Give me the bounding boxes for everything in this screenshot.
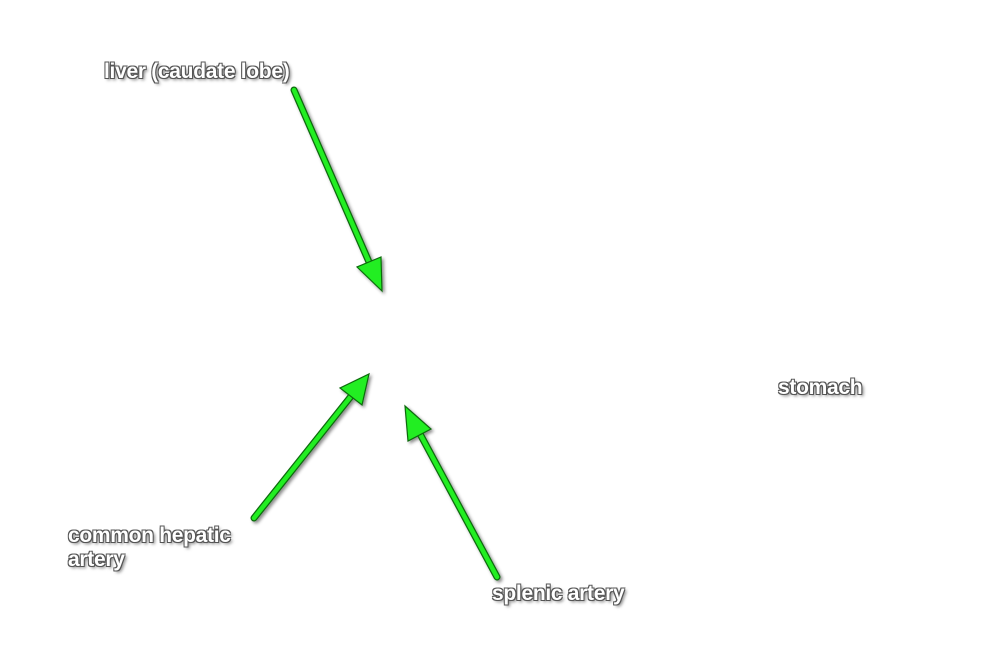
arrow-splenic <box>404 404 501 581</box>
arrow-liver <box>290 86 383 293</box>
label-stomach: stomach <box>778 376 863 399</box>
label-common-hepatic-artery: common hepatic artery <box>68 524 231 572</box>
label-common-hepatic-line1: common hepatic <box>68 524 231 547</box>
label-splenic-artery: splenic artery <box>492 582 625 605</box>
label-liver-caudate-lobe: liver (caudate lobe) <box>104 60 290 83</box>
label-common-hepatic-line2: artery <box>68 548 125 571</box>
arrow-common-hepatic <box>250 372 370 522</box>
